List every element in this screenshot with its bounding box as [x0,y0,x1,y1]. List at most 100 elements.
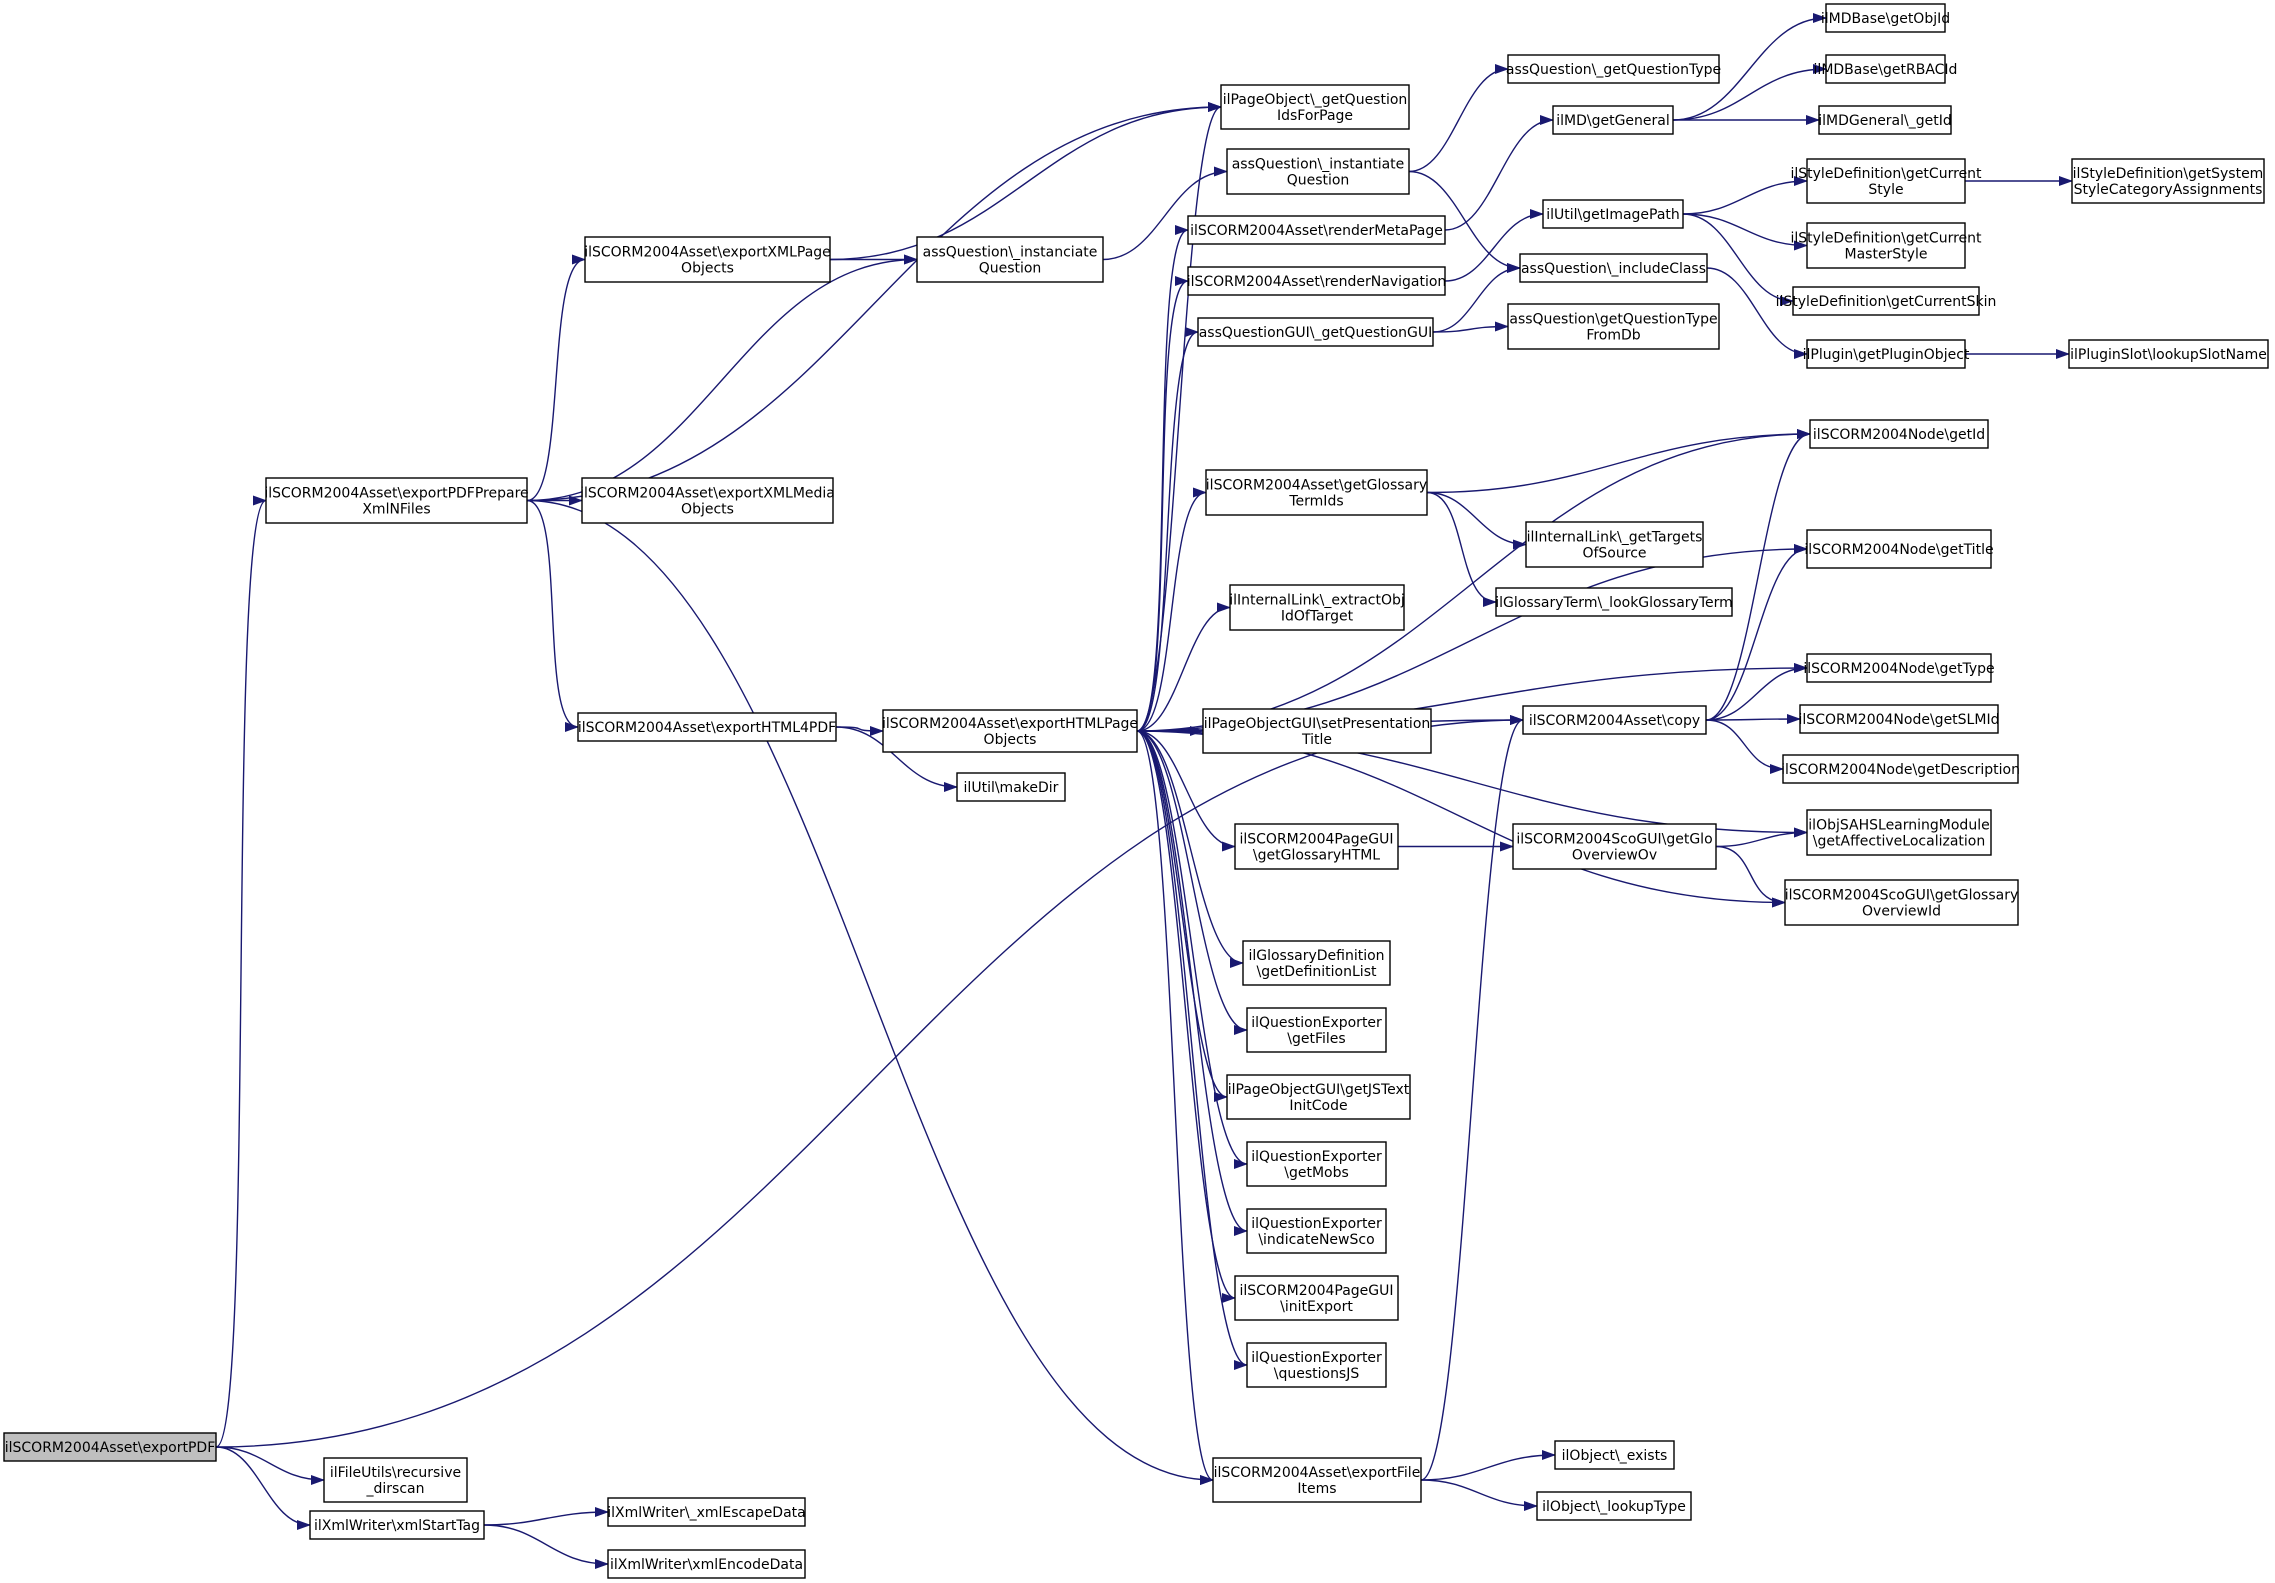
edge-export-pdf-to-asset-copy [215,715,1524,1448]
node-label: ilSCORM2004Asset\renderNavigation [1187,274,1447,290]
node-xml-encode[interactable]: ilXmlWriter\xmlEncodeData [607,1549,806,1579]
node-obj-lookup-type[interactable]: ilObject\_lookupType [1536,1491,1692,1521]
node-label: ilXmlWriter\_xmlEscapeData [607,1505,806,1521]
node-mdb-rbac[interactable]: ilMDBase\getRBACId [1814,54,1958,84]
node-label: ilSCORM2004Asset\exportPDF [5,1440,216,1456]
node-util-image-path[interactable]: ilUtil\getImagePath [1542,199,1684,229]
node-qe-get-mobs[interactable]: ilQuestionExporter\getMobs [1246,1141,1387,1187]
node-label: assQuestion\_getQuestionType [1506,62,1721,78]
node-box [1229,584,1405,631]
edge-include-class-to-plugin-obj [1706,267,1808,359]
edge-md-get-general-to-mdb-rbac [1672,64,1827,121]
node-box [2068,339,2269,369]
node-label: assQuestionGUI\_getQuestionGUI [1199,325,1433,341]
node-label: ilObject\_lookupType [1542,1499,1686,1515]
node-get-gloss-html[interactable]: ilSCORM2004PageGUI\getGlossaryHTML [1234,823,1399,870]
node-box [1806,158,1966,204]
node-style-skin[interactable]: ilStyleDefinition\getCurrentSkin [1776,286,1997,316]
node-obj-exists[interactable]: ilObject\_exists [1554,1440,1675,1470]
node-node-get-desc[interactable]: ilSCORM2004Node\getDescription [1781,754,2020,784]
node-label: assQuestion\_instanciate [923,245,1098,261]
node-recursive[interactable]: ilFileUtils\recursive_dirscan [323,1457,468,1503]
node-label: IdOfTarget [1281,609,1354,625]
node-xml-escape[interactable]: ilXmlWriter\_xmlEscapeData [607,1497,806,1527]
edge-export-htmlpage-to-render-nav [1136,276,1189,732]
node-prep-xml[interactable]: ilSCORM2004Asset\exportPDFPrepareXmlNFil… [264,477,529,524]
node-include-class[interactable]: assQuestion\_includeClass [1519,253,1708,283]
node-label: Question [1287,173,1350,189]
node-label: ilInternalLink\_getTargets [1527,530,1703,546]
node-label: ilQuestionExporter [1251,1350,1382,1366]
node-qe-indicate[interactable]: ilQuestionExporter\indicateNewSco [1246,1208,1387,1254]
node-node-get-type[interactable]: ilSCORM2004Node\getType [1803,653,1995,683]
node-get-def-list[interactable]: ilGlossaryDefinition\getDefinitionList [1242,940,1391,986]
node-box [1202,708,1432,754]
node-box [1197,317,1434,347]
node-affective-loc[interactable]: ilObjSAHSLearningModule\getAffectiveLoca… [1806,809,1992,856]
node-label: ilMDBase\getRBACId [1814,62,1958,78]
node-label: ilSCORM2004Node\getSLMId [1799,712,2000,728]
edge-export-file-items-to-obj-exists [1420,1450,1556,1481]
node-mdb-obj-id[interactable]: ilMDBase\getObjId [1821,3,1950,33]
node-label: ilStyleDefinition\getSystem [2073,166,2264,182]
node-export-html4-pdf[interactable]: ilSCORM2004Asset\exportHTML4PDF [577,712,837,742]
node-style-system[interactable]: ilStyleDefinition\getSystemStyleCategory… [2071,158,2265,204]
node-get-qtype[interactable]: assQuestion\_getQuestionType [1506,54,1721,84]
node-box [607,1549,806,1579]
edge-get-gloss-term-to-node-get-id [1426,429,1811,494]
node-render-meta[interactable]: ilSCORM2004Asset\renderMetaPage [1187,215,1446,245]
node-box [1205,469,1428,516]
edge-export-pdf-to-recursive [215,1446,325,1485]
node-get-qgui[interactable]: assQuestionGUI\_getQuestionGUI [1197,317,1434,347]
node-box [1782,754,2019,784]
node-box [1552,105,1674,135]
node-label: FromDb [1586,328,1640,344]
node-label: \getDefinitionList [1257,964,1377,980]
edge-export-htmlpage-to-extract-obj [1136,602,1231,732]
node-make-dir[interactable]: ilUtil\makeDir [956,772,1066,802]
node-node-get-id[interactable]: ilSCORM2004Node\getId [1809,419,1989,449]
node-export-pdf[interactable]: ilSCORM2004Asset\exportPDF [3,1432,217,1462]
node-label: ilQuestionExporter [1251,1149,1382,1165]
node-box [1234,823,1399,870]
node-label: OfSource [1582,546,1646,562]
node-init-export[interactable]: ilSCORM2004PageGUI\initExport [1234,1275,1399,1321]
node-render-nav[interactable]: ilSCORM2004Asset\renderNavigation [1187,266,1447,296]
node-mdg-get-id[interactable]: ilMDGeneral\_getId [1818,105,1952,135]
edge-util-image-path-to-style-master [1682,213,1808,251]
node-plugin-obj[interactable]: ilPlugin\getPluginObject [1803,339,1970,369]
node-qe-get-files[interactable]: ilQuestionExporter\getFiles [1246,1007,1387,1053]
node-md-get-general[interactable]: ilMD\getGeneral [1552,105,1674,135]
node-label: \getFiles [1287,1031,1345,1047]
edge-util-image-path-to-style-skin [1682,213,1794,306]
node-box [1226,1074,1411,1120]
node-qe-questions-js[interactable]: ilQuestionExporter\questionsJS [1246,1342,1387,1388]
node-xml-start-tag[interactable]: ilXmlWriter\xmlStartTag [309,1510,485,1540]
node-label: ilSCORM2004ScoGUI\getGlossary [1785,888,2019,904]
edge-asset-copy-to-node-get-slm [1705,714,1801,725]
node-node-get-title[interactable]: ilSCORM2004Node\getTitle [1804,529,1994,569]
node-label: ilGlossaryDefinition [1248,948,1384,964]
node-lookup-gloss[interactable]: ilGlossaryTerm\_lookGlossaryTerm [1495,587,1733,617]
node-plugin-slot[interactable]: ilPluginSlot\lookupSlotName [2068,339,2269,369]
edge-prep-xml-to-get-qids [526,102,1222,502]
node-node-get-slm[interactable]: ilSCORM2004Node\getSLMId [1799,704,2000,734]
node-asset-copy[interactable]: ilSCORM2004Asset\copy [1522,705,1707,735]
